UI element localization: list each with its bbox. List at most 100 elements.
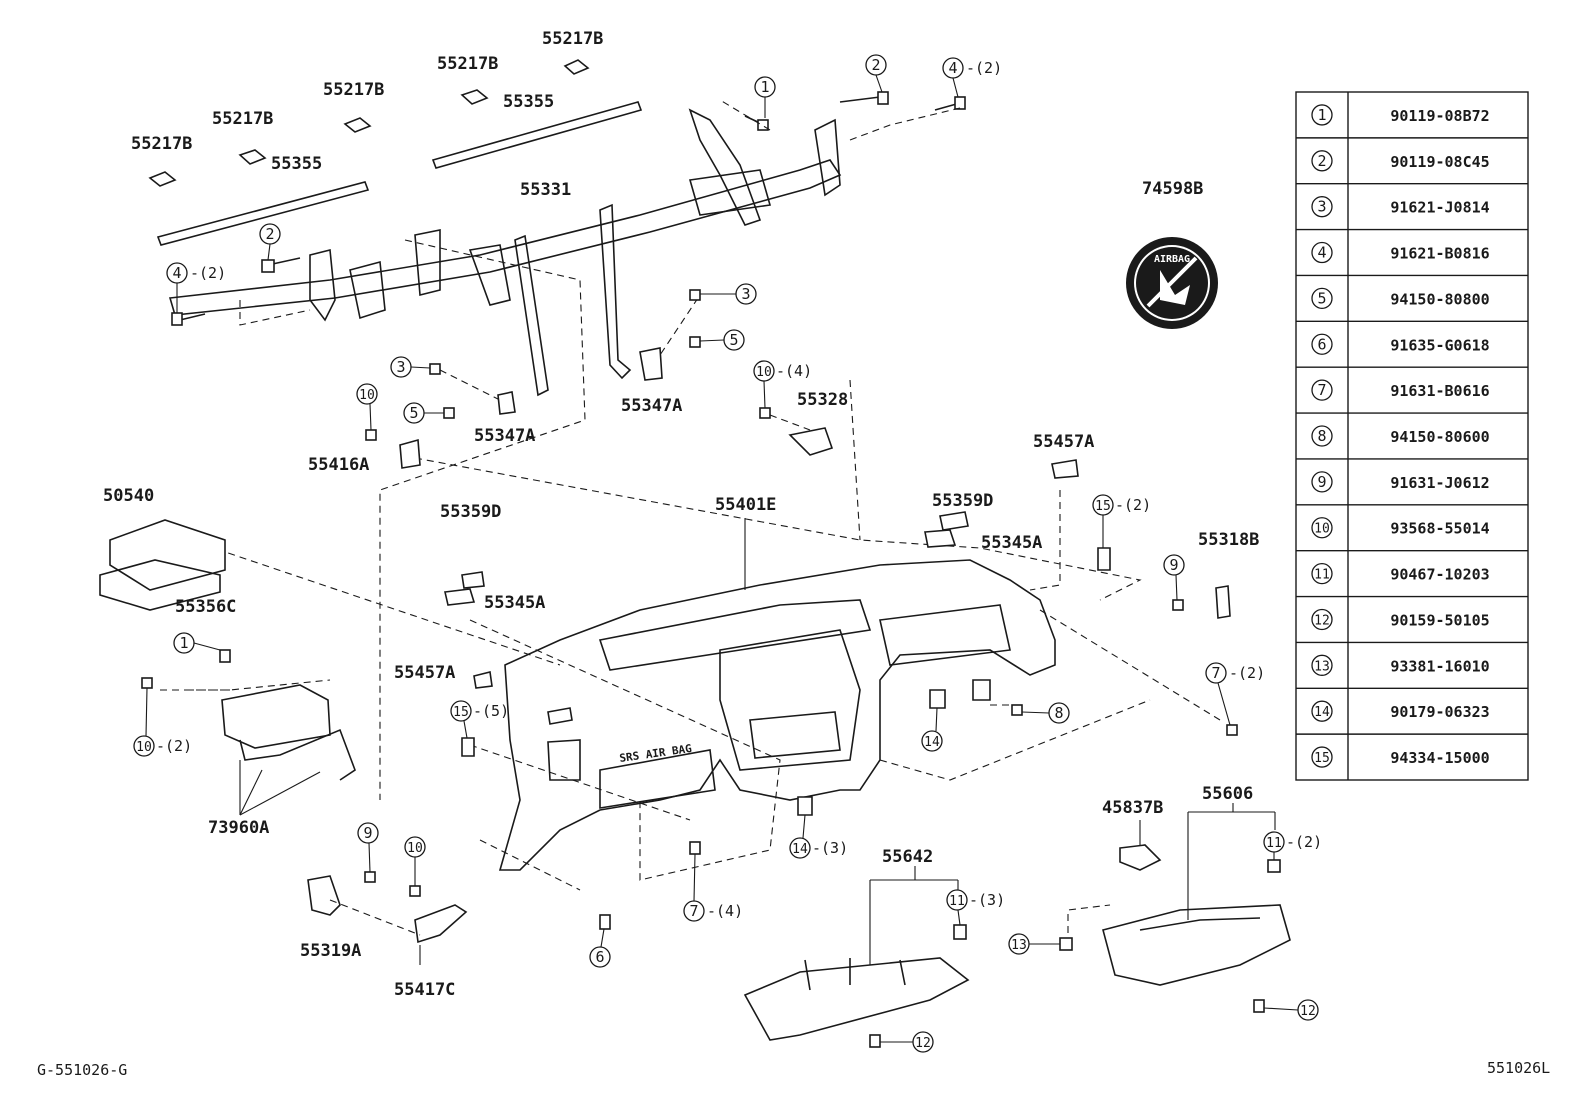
table-ref-circle (1311, 746, 1333, 768)
label-55401e: 55401E (715, 495, 776, 515)
table-ref-circle (1311, 333, 1333, 355)
callout-3: 3 (735, 283, 757, 305)
callout-10: 10-(4) (753, 360, 812, 382)
svg-text:14: 14 (924, 735, 940, 750)
svg-text:4: 4 (948, 59, 957, 77)
diagram-code-left: G-551026-G (37, 1061, 127, 1079)
callout-6: 6 (589, 946, 611, 968)
label-50540: 50540 (103, 486, 154, 506)
label-55347a: 55347A (474, 426, 535, 446)
table-part-number: 90179-06323 (1390, 703, 1489, 721)
svg-text:11: 11 (949, 894, 965, 909)
callout-5: 5 (403, 402, 425, 424)
table-ref-number: 7 (1317, 381, 1326, 399)
label-55606: 55606 (1202, 784, 1253, 804)
airbag-door-50540 (99, 519, 226, 611)
table-ref-circle (1311, 517, 1333, 539)
strip-55355-right (431, 101, 643, 169)
svg-text:15: 15 (453, 705, 469, 720)
label-74598b: 74598B (1142, 179, 1203, 199)
label-55331: 55331 (520, 180, 571, 200)
table-ref-circle (1311, 287, 1333, 310)
diagram-code-right: 551026L (1487, 1059, 1550, 1077)
callout-15: 15-(2) (1092, 494, 1151, 516)
svg-text:-(5): -(5) (473, 702, 509, 720)
table-ref-circle (1311, 150, 1333, 172)
svg-text:1: 1 (760, 78, 769, 96)
callout-4: 4 -(2) (942, 57, 1002, 79)
table-ref-number: 4 (1317, 244, 1326, 262)
table-ref-circle (1311, 608, 1333, 631)
svg-text:-(3): -(3) (969, 891, 1005, 909)
label-55355: 55355 (271, 154, 322, 174)
bolts-middle (365, 289, 1238, 736)
table-ref-number: 2 (1317, 152, 1326, 170)
callout-5: 5 (723, 329, 745, 351)
table-ref-number: 5 (1317, 289, 1326, 307)
callout-11: 11 -(3) (946, 889, 1005, 911)
callout-2: 2 (865, 54, 887, 76)
label-55345a: 55345A (981, 533, 1042, 553)
rail-strips (156, 101, 643, 246)
label-55355: 55355 (503, 92, 554, 112)
label-55319a: 55319A (300, 941, 361, 961)
svg-text:10: 10 (136, 740, 152, 755)
svg-text:3: 3 (396, 358, 405, 376)
table-part-number: 90119-08C45 (1390, 153, 1489, 171)
svg-text:12: 12 (1300, 1004, 1316, 1019)
svg-text:-(2): -(2) (1115, 496, 1151, 514)
table-ref-number: 15 (1314, 751, 1330, 766)
callout-10: 10 (356, 383, 378, 405)
table-part-number: 90467-10203 (1390, 566, 1489, 584)
table-ref-circle (1311, 471, 1333, 493)
airbag-label-74598b: AIRBAG (1126, 237, 1218, 329)
svg-text:1: 1 (179, 634, 188, 652)
table-part-number: 91621-J0814 (1390, 199, 1489, 217)
callout-11: 11-(2) (1263, 831, 1322, 853)
table-ref-number: 9 (1317, 473, 1326, 491)
table-part-number: 90119-08B72 (1390, 107, 1489, 125)
table-ref-number: 3 (1317, 198, 1326, 216)
part-labels: 55217B 55217B 55217B 55217B 55217B 55355… (103, 29, 1259, 1000)
svg-text:-(2): -(2) (156, 737, 192, 755)
svg-text:-(3): -(3) (812, 839, 848, 857)
callout-14: 14 (921, 730, 943, 752)
table-ref-circle (1311, 196, 1333, 218)
svg-text:7: 7 (689, 902, 698, 920)
svg-text:11: 11 (1266, 836, 1282, 851)
instrument-panel-55401e: SRS AIR BAG (498, 559, 1056, 871)
callout-14: 14-(3) (789, 837, 848, 859)
callout-4: 4-(2) (166, 262, 226, 284)
callout-10: 10 -(2) (133, 735, 192, 757)
callout-9: 9 (357, 822, 379, 844)
table-ref-circle (1311, 425, 1333, 447)
svg-text:8: 8 (1054, 704, 1063, 722)
label-55345a: 55345A (484, 593, 545, 613)
table-part-number: 90159-50105 (1390, 611, 1489, 629)
callout-7: 7-(4) (683, 900, 743, 922)
table-part-number: 93568-55014 (1390, 520, 1489, 538)
table-ref-number: 14 (1314, 705, 1330, 720)
table-ref-circle (1311, 654, 1333, 676)
callout-2: 2 (259, 223, 281, 245)
clips-55217b (148, 59, 590, 187)
label-55318b: 55318B (1198, 530, 1259, 550)
table-ref-number: 10 (1314, 522, 1330, 537)
svg-text:5: 5 (729, 331, 738, 349)
label-55347a: 55347A (621, 396, 682, 416)
table-ref-number: 6 (1317, 335, 1326, 353)
svg-text:10: 10 (407, 841, 423, 856)
label-73960a: 73960A (208, 818, 269, 838)
callout-15: 15 -(5) (450, 700, 509, 722)
label-55457a: 55457A (1033, 432, 1094, 452)
svg-text:-(2): -(2) (966, 59, 1002, 77)
svg-text:9: 9 (363, 824, 372, 842)
svg-text:3: 3 (741, 285, 750, 303)
bolts-top (171, 91, 966, 326)
table-part-number: 94334-15000 (1390, 749, 1489, 767)
svg-text:4: 4 (172, 264, 181, 282)
table-part-number: 94150-80600 (1390, 428, 1489, 446)
callout-1: 1 (754, 76, 776, 98)
